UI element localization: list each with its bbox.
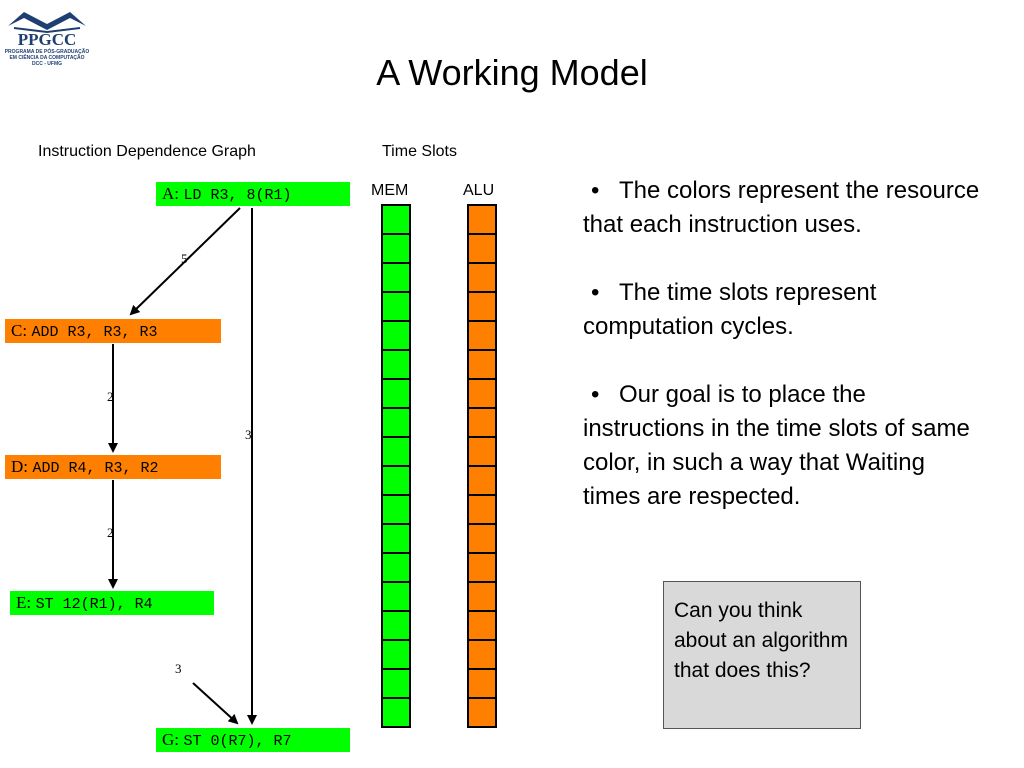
node-d: D: ADD R4, R3, R2 [5, 455, 221, 479]
logo-emblem-icon [8, 12, 86, 34]
node-d-prefix: D: [11, 457, 28, 476]
alu-time-slot [467, 233, 497, 262]
alu-time-slot [467, 378, 497, 407]
graph-label: Instruction Dependence Graph [38, 143, 256, 160]
edge-e-g [192, 682, 239, 725]
mem-time-slot [381, 436, 411, 465]
alu-time-slot [467, 436, 497, 465]
logo-subtitle-3: DCC - UFMG [32, 61, 62, 67]
alu-time-slot [467, 581, 497, 610]
node-g-code: ST 0(R7), R7 [183, 733, 292, 750]
mem-time-slot [381, 349, 411, 378]
mem-time-slot [381, 668, 411, 697]
alu-time-slot [467, 349, 497, 378]
weight-a-g: 3 [245, 427, 252, 442]
mem-time-slot [381, 262, 411, 291]
bullet-item: •Our goal is to place the instructions i… [583, 378, 983, 514]
alu-time-slot [467, 668, 497, 697]
ppgcc-logo: PPGCC PROGRAMA DE PÓS-GRADUAÇÃO EM CIÊNC… [4, 4, 90, 67]
mem-time-slot [381, 581, 411, 610]
bullet-text: Our goal is to place the instructions in… [583, 381, 970, 510]
weight-a-c: 5 [181, 251, 188, 266]
weight-c-d: 2 [107, 389, 114, 404]
mem-time-slot [381, 378, 411, 407]
node-a-code: LD R3, 8(R1) [183, 187, 292, 204]
alu-slot-column [467, 204, 497, 728]
question-callout: Can you think about an algorithm that do… [663, 581, 861, 729]
mem-time-slot [381, 523, 411, 552]
time-slots-label: Time Slots [382, 143, 457, 160]
slide-title: A Working Model [376, 52, 648, 93]
logo-subtitle-2: EM CIÊNCIA DA COMPUTAÇÃO [9, 55, 85, 61]
node-g-prefix: G: [162, 730, 179, 749]
mem-time-slot [381, 204, 411, 233]
bullet-marker: • [591, 381, 600, 408]
alu-time-slot [467, 291, 497, 320]
node-a-prefix: A: [162, 184, 179, 203]
alu-time-slot [467, 697, 497, 728]
mem-time-slot [381, 291, 411, 320]
alu-time-slot [467, 465, 497, 494]
bullet-text: The colors represent the resource that e… [583, 177, 980, 238]
edge-a-c [129, 207, 241, 316]
mem-time-slot [381, 552, 411, 581]
alu-time-slot [467, 523, 497, 552]
bullet-text: The time slots represent computation cyc… [583, 279, 877, 340]
mem-time-slot [381, 407, 411, 436]
mem-time-slot [381, 233, 411, 262]
bullet-item: •The colors represent the resource that … [583, 174, 983, 242]
alu-time-slot [467, 610, 497, 639]
weight-d-e: 2 [107, 525, 114, 540]
logo-wordmark: PPGCC [17, 30, 77, 49]
node-e-code: ST 12(R1), R4 [35, 596, 153, 613]
alu-time-slot [467, 262, 497, 291]
weight-e-g: 3 [175, 661, 182, 676]
node-d-code: ADD R4, R3, R2 [32, 460, 159, 477]
mem-time-slot [381, 494, 411, 523]
alu-column-label: ALU [463, 182, 495, 199]
node-c-prefix: C: [11, 321, 28, 340]
mem-time-slot [381, 610, 411, 639]
node-c: C: ADD R3, R3, R3 [5, 319, 221, 343]
mem-column-label: MEM [371, 182, 409, 199]
mem-time-slot [381, 465, 411, 494]
alu-time-slot [467, 320, 497, 349]
node-e: E: ST 12(R1), R4 [10, 591, 214, 615]
mem-time-slot [381, 320, 411, 349]
alu-time-slot [467, 494, 497, 523]
alu-time-slot [467, 204, 497, 233]
bullet-marker: • [591, 279, 600, 306]
logo-subtitle-1: PROGRAMA DE PÓS-GRADUAÇÃO [4, 49, 90, 55]
mem-time-slot [381, 697, 411, 728]
node-e-prefix: E: [16, 593, 32, 612]
node-g: G: ST 0(R7), R7 [156, 728, 350, 752]
node-c-code: ADD R3, R3, R3 [31, 324, 158, 341]
mem-slot-column [381, 204, 411, 728]
alu-time-slot [467, 639, 497, 668]
bullet-marker: • [591, 177, 600, 204]
mem-time-slot [381, 639, 411, 668]
bullet-item: •The time slots represent computation cy… [583, 276, 983, 344]
node-a: A: LD R3, 8(R1) [156, 182, 350, 206]
alu-time-slot [467, 552, 497, 581]
alu-time-slot [467, 407, 497, 436]
bullet-list: •The colors represent the resource that … [583, 174, 983, 548]
